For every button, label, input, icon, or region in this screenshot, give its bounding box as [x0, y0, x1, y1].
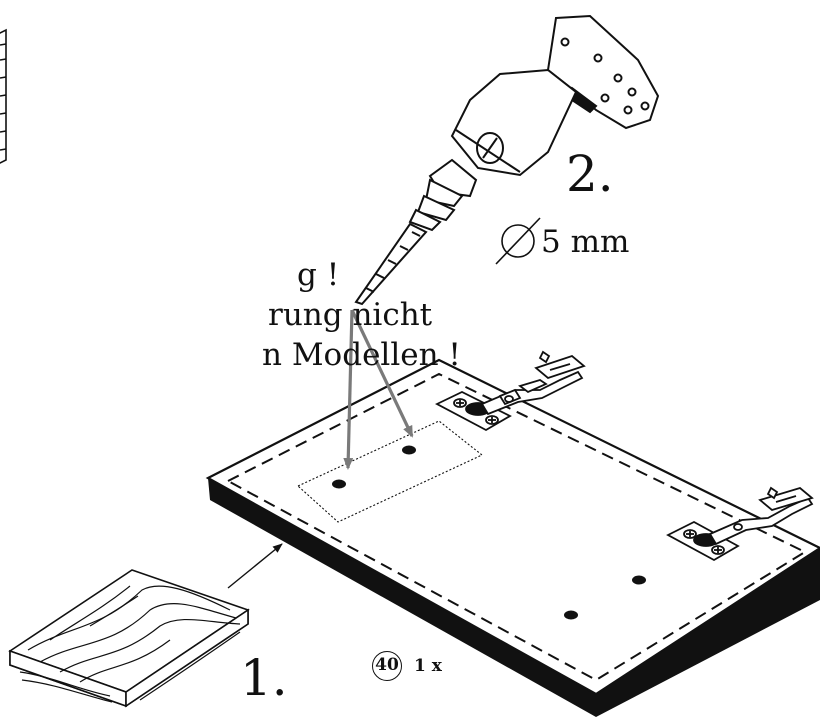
hinge-icon — [435, 350, 586, 432]
door-panel — [205, 358, 820, 717]
part-number-badge: 40 — [372, 651, 402, 681]
diameter-icon — [495, 217, 541, 265]
step-1-label: 1. — [240, 649, 288, 707]
warning-line-1: g ! — [297, 257, 340, 293]
drill-holes — [332, 445, 646, 620]
drill-icon — [354, 14, 660, 306]
cabinet-icon — [0, 28, 7, 164]
wood-block-icon — [8, 569, 250, 708]
wood-to-panel-arrow — [227, 543, 283, 589]
step-2-label: 2. — [566, 145, 614, 203]
drill-arrow-icon — [343, 309, 414, 470]
hinge-icon — [666, 486, 814, 562]
warning-line-3: n Modellen ! — [262, 337, 461, 373]
part-quantity: 1 x — [414, 656, 442, 676]
drill-diameter-label: 5 mm — [541, 224, 630, 260]
warning-line-2: rung nicht — [268, 297, 433, 333]
